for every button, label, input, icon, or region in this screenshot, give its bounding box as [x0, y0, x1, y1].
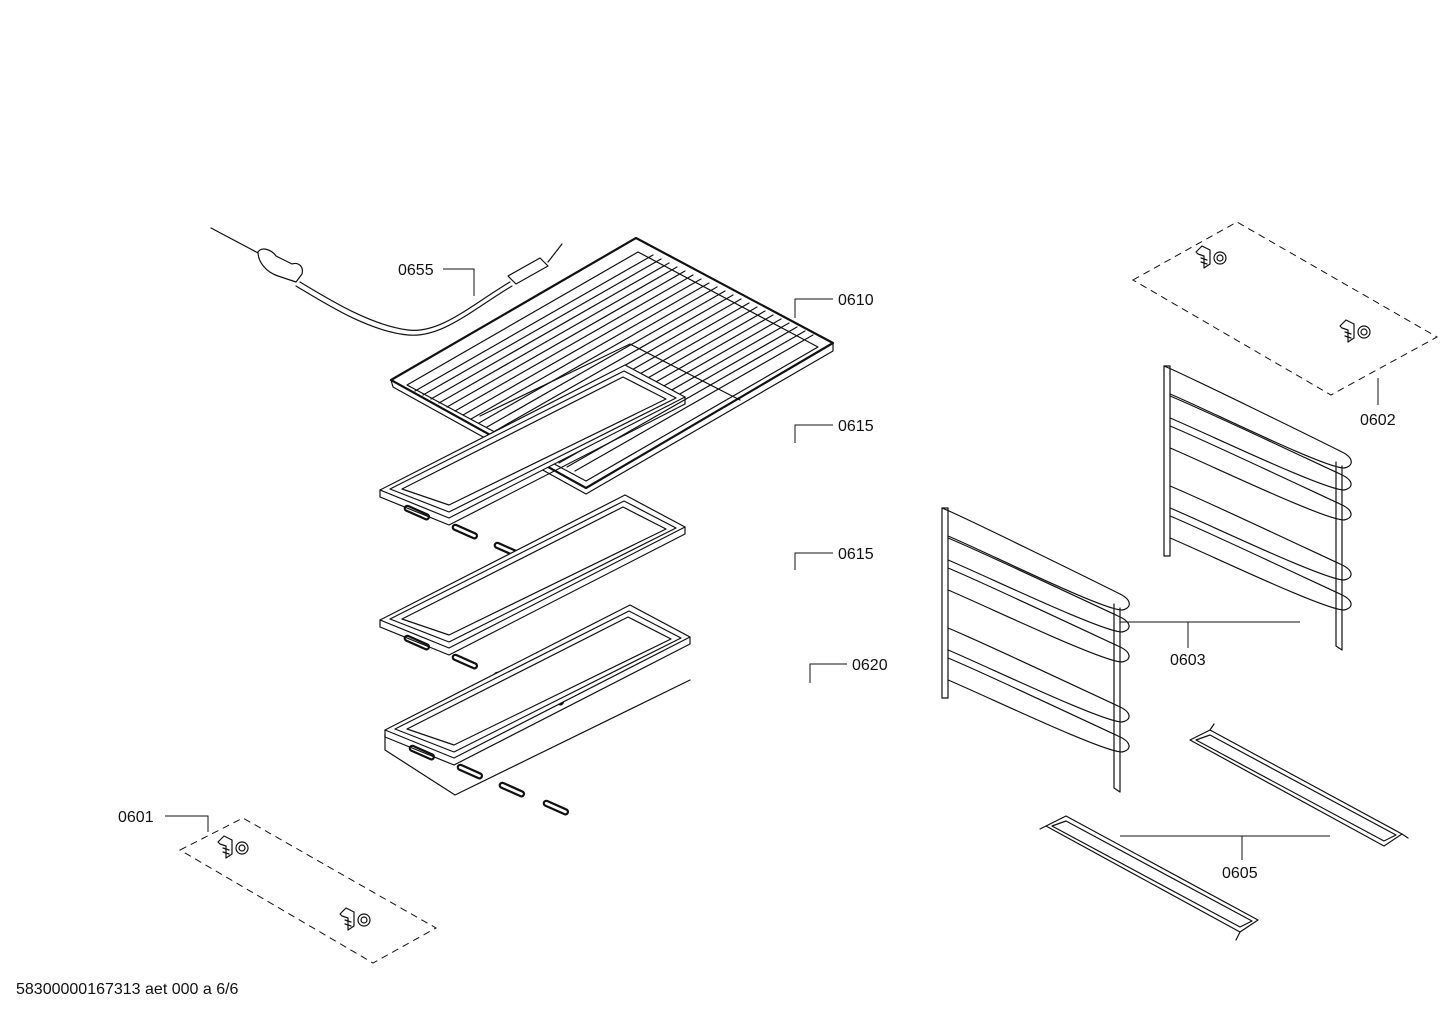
leader-lines — [165, 268, 1379, 860]
part-label-0602: 0602 — [1360, 412, 1396, 429]
part-label-0615-upper: 0615 — [838, 418, 874, 435]
shelf-runner-right — [1163, 365, 1352, 651]
part-label-0615-lower: 0615 — [838, 546, 874, 563]
part-label-0605: 0605 — [1222, 865, 1258, 882]
part-label-0655: 0655 — [398, 262, 434, 279]
document-footer-id: 58300000167313 aet 000 a 6/6 — [16, 981, 239, 998]
meat-probe-drawing — [210, 227, 563, 336]
shelf-runner-left — [941, 507, 1130, 793]
deep-pan-depth — [384, 679, 691, 796]
clip-kit-0602 — [1131, 221, 1439, 396]
clip-kit-0601 — [178, 817, 438, 964]
telescopic-rails — [1039, 723, 1409, 941]
part-label-0620: 0620 — [852, 657, 888, 674]
part-label-0603: 0603 — [1170, 652, 1206, 669]
part-label-0610: 0610 — [838, 292, 874, 309]
part-label-0601: 0601 — [118, 809, 154, 826]
